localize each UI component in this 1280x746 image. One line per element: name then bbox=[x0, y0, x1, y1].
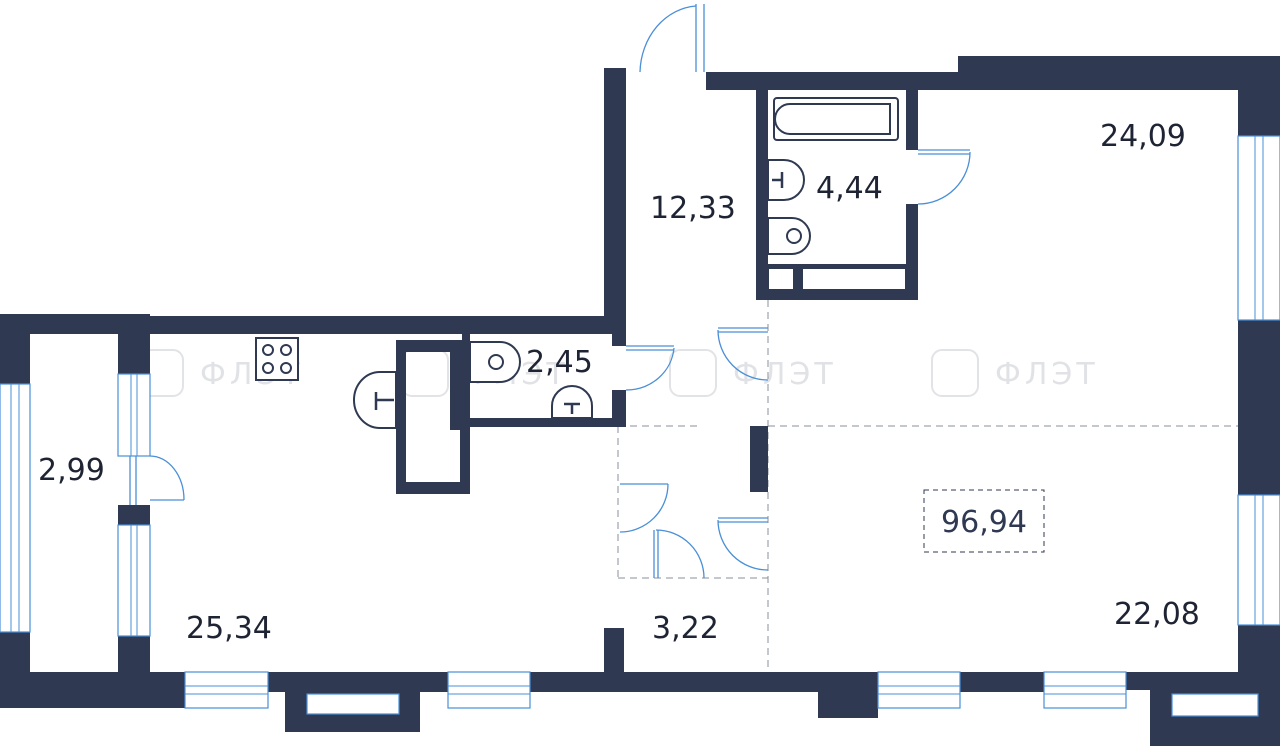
doors bbox=[129, 4, 971, 579]
window-bottom-2 bbox=[447, 671, 531, 709]
bathroom-door bbox=[917, 149, 971, 205]
stove-icon bbox=[255, 337, 299, 381]
total-area-box: 96,94 bbox=[923, 489, 1045, 553]
washer-icon bbox=[767, 267, 907, 291]
window-kitchen-upper bbox=[117, 373, 151, 457]
room-area-storage: 3,22 bbox=[652, 611, 719, 646]
room-area-living: 24,09 bbox=[1100, 119, 1186, 154]
bathtub-icon bbox=[773, 97, 899, 141]
wc-door bbox=[625, 345, 675, 391]
window-bottom-4 bbox=[1043, 671, 1127, 709]
window-right-bottom bbox=[1237, 494, 1280, 626]
total-area: 96,94 bbox=[941, 505, 1027, 540]
kitchen-sink-icon bbox=[353, 371, 397, 429]
window-bottom-inset-2 bbox=[1171, 693, 1259, 717]
windows bbox=[0, 135, 1280, 717]
room-area-kitchen: 25,34 bbox=[186, 611, 272, 646]
room-area-bedroom: 22,08 bbox=[1114, 597, 1200, 632]
sink-icon bbox=[767, 217, 811, 255]
room-area-hall: 12,33 bbox=[650, 191, 736, 226]
wc-sink-icon bbox=[469, 341, 521, 383]
window-bottom-1 bbox=[184, 671, 269, 709]
entrance-door bbox=[639, 4, 705, 73]
window-right-top bbox=[1237, 135, 1280, 321]
watermark-3: ФЛЭТ bbox=[669, 349, 837, 397]
walls bbox=[0, 56, 1280, 746]
wc-toilet-icon bbox=[551, 385, 593, 419]
room-area-bathroom: 4,44 bbox=[816, 171, 883, 206]
window-balcony-outer bbox=[0, 383, 31, 633]
bedroom-door bbox=[717, 517, 769, 571]
room-area-wc: 2,45 bbox=[526, 345, 593, 380]
window-bottom-inset-1 bbox=[306, 693, 400, 715]
living-door bbox=[717, 327, 769, 381]
storage-door-left bbox=[619, 483, 669, 533]
window-bottom-3 bbox=[877, 671, 961, 709]
storage-door-bottom bbox=[653, 529, 705, 579]
balcony-door bbox=[129, 455, 185, 505]
toilet-icon bbox=[767, 159, 805, 201]
svg-text:ФЛЭТ: ФЛЭТ bbox=[733, 357, 837, 392]
shaft-icon bbox=[396, 340, 470, 494]
window-kitchen-lower bbox=[117, 524, 151, 637]
watermark-4: ФЛЭТ bbox=[931, 349, 1099, 397]
svg-text:ФЛЭТ: ФЛЭТ bbox=[995, 357, 1099, 392]
room-area-balcony: 2,99 bbox=[38, 453, 105, 488]
